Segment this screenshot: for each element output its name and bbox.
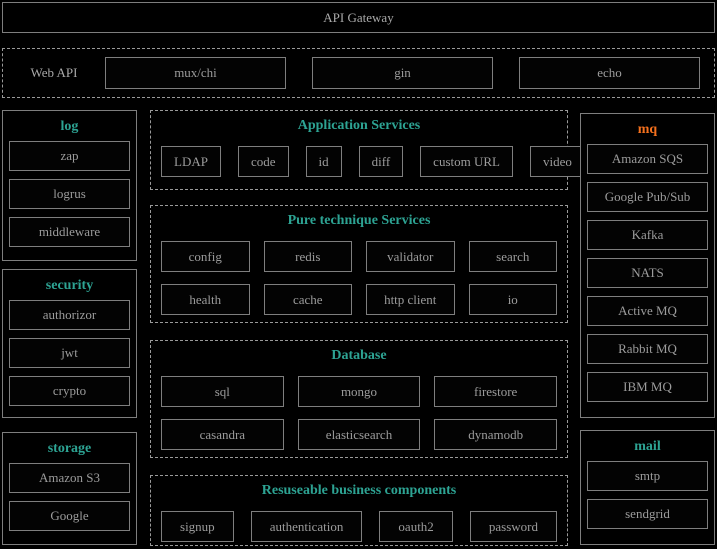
section-title-pure-technique-services: Pure technique Services (287, 213, 431, 228)
component-firestore: firestore (434, 376, 558, 407)
component-jwt: jwt (9, 338, 130, 368)
database-row-1: sql mongo firestore (161, 376, 558, 407)
component-sql: sql (161, 376, 284, 407)
component-password: password (469, 511, 557, 542)
section-security: security authorizor jwt crypto (2, 269, 137, 418)
api-gateway-title: API Gateway (323, 9, 394, 25)
component-amazon-s3: Amazon S3 (9, 463, 130, 493)
framework-box-echo: echo (519, 57, 700, 89)
component-google: Google (9, 501, 130, 531)
web-api-panel: Web API mux/chi gin echo (2, 48, 715, 98)
component-io: io (468, 284, 557, 315)
web-api-label: Web API (30, 65, 78, 80)
component-authorizor: authorizor (9, 300, 130, 330)
component-custom-url: custom URL (420, 146, 513, 177)
component-signup: signup (161, 511, 234, 542)
framework-box-mux-chi: mux/chi (105, 57, 286, 89)
component-elasticsearch: elasticsearch (297, 419, 421, 450)
component-middleware: middleware (9, 217, 130, 247)
component-kafka: Kafka (587, 220, 708, 250)
section-database: Database sql mongo firestore casandra el… (150, 340, 568, 458)
framework-box-gin: gin (312, 57, 493, 89)
section-title-log: log (60, 119, 79, 134)
pure-technique-row-2: health cache http client io (161, 284, 557, 315)
component-diff: diff (358, 146, 404, 177)
component-zap: zap (9, 141, 130, 171)
component-authentication: authentication (250, 511, 363, 542)
component-smtp: smtp (587, 461, 708, 491)
component-sendgrid: sendgrid (587, 499, 708, 529)
component-dynamodb: dynamodb (434, 419, 558, 450)
component-casandra: casandra (161, 419, 284, 450)
api-gateway-header: API Gateway (2, 2, 715, 33)
component-code: code (237, 146, 289, 177)
component-rabbit-mq: Rabbit MQ (587, 334, 708, 364)
component-video: video (529, 146, 585, 177)
section-reusable-business-components: Resuseable business components signup au… (150, 475, 568, 546)
section-title-application-services: Application Services (297, 118, 421, 133)
component-redis: redis (263, 241, 352, 272)
component-search: search (468, 241, 557, 272)
component-oauth2: oauth2 (379, 511, 453, 542)
section-storage: storage Amazon S3 Google (2, 432, 137, 545)
component-health: health (161, 284, 250, 315)
section-title-mq: mq (637, 122, 658, 137)
section-title-database: Database (331, 348, 387, 363)
component-ldap: LDAP (161, 146, 221, 177)
section-title-mail: mail (634, 439, 661, 454)
section-application-services: Application Services LDAP code id diff c… (150, 110, 585, 190)
component-google-pub-sub: Google Pub/Sub (587, 182, 708, 212)
component-http-client: http client (366, 284, 455, 315)
component-config: config (161, 241, 250, 272)
component-crypto: crypto (9, 376, 130, 406)
component-validator: validator (366, 241, 455, 272)
section-mail: mail smtp sendgrid (580, 430, 715, 545)
component-id: id (305, 146, 342, 177)
component-ibm-mq: IBM MQ (587, 372, 708, 402)
section-mq: mq Amazon SQS Google Pub/Sub Kafka NATS … (580, 113, 715, 418)
web-api-frameworks: mux/chi gin echo (105, 57, 700, 89)
component-amazon-sqs: Amazon SQS (587, 144, 708, 174)
section-title-storage: storage (47, 441, 92, 456)
component-nats: NATS (587, 258, 708, 288)
section-title-reusable-business-components: Resuseable business components (261, 483, 457, 498)
section-pure-technique-services: Pure technique Services config redis val… (150, 205, 568, 323)
component-cache: cache (263, 284, 352, 315)
section-title-security: security (45, 278, 94, 293)
reusable-business-row: signup authentication oauth2 password (161, 511, 557, 542)
component-logrus: logrus (9, 179, 130, 209)
pure-technique-row-1: config redis validator search (161, 241, 557, 272)
component-active-mq: Active MQ (587, 296, 708, 326)
section-log: log zap logrus middleware (2, 110, 137, 261)
component-mongo: mongo (297, 376, 421, 407)
application-services-row: LDAP code id diff custom URL video (161, 146, 585, 177)
database-row-2: casandra elasticsearch dynamodb (161, 419, 558, 450)
